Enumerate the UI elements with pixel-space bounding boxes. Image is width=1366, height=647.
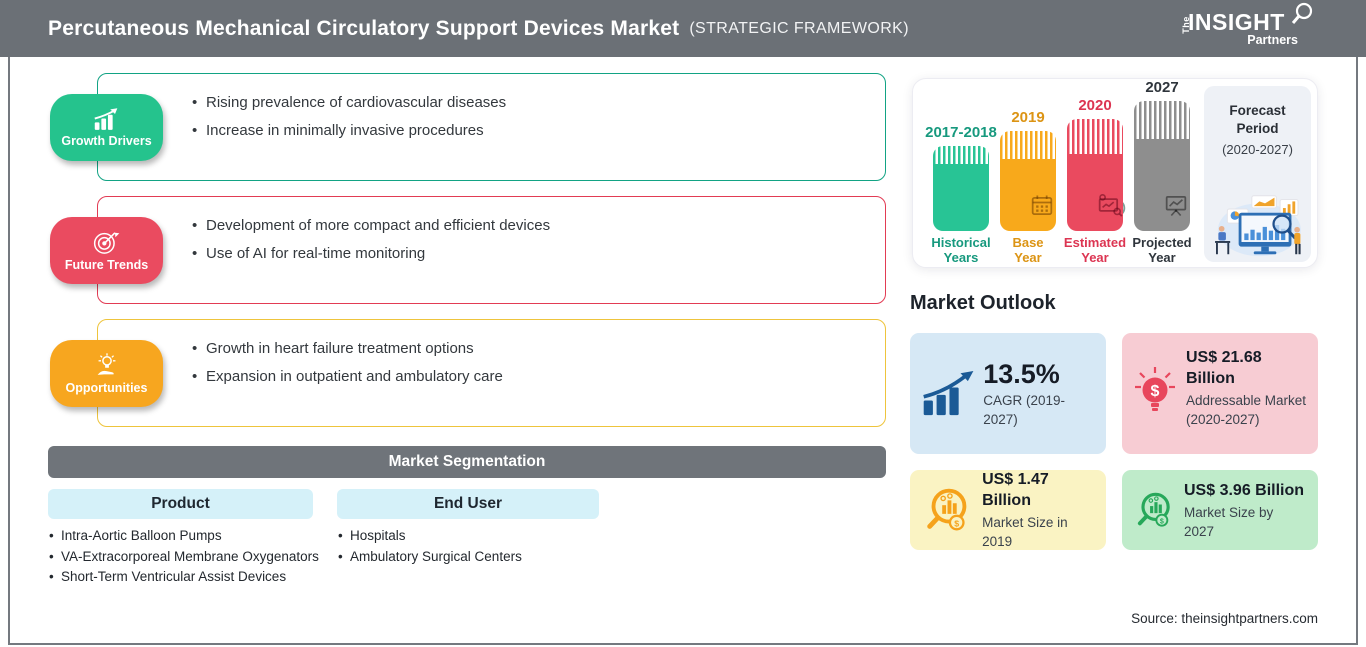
target-dart-icon [93, 232, 119, 254]
opportunities-list: Growth in heart failure treatment option… [190, 339, 850, 395]
bulb-hand-icon [97, 353, 115, 375]
market-segmentation-bar: Market Segmentation [48, 446, 886, 478]
bar-solid [933, 164, 989, 231]
growth-drivers-badge: Growth Drivers [50, 94, 163, 161]
page-subtitle-text: (STRATEGIC FRAMEWORK) [689, 19, 909, 37]
list-item: Hospitals [337, 526, 622, 547]
projection-screen-icon [1165, 195, 1187, 217]
bar-estimated [1067, 119, 1123, 231]
market-size-2019-card: $ US$ 1.47 Billion Market Size in 2019 [910, 470, 1106, 550]
magnifier-chart-orange-icon: $ [927, 488, 967, 531]
caption-line: Years [943, 250, 979, 265]
list-item: Expansion in outpatient and ambulatory c… [190, 367, 850, 387]
cagr-card: 13.5% CAGR (2019-2027) [910, 333, 1106, 454]
opportunities-label: Opportunities [65, 381, 148, 395]
caption-line: Year [1148, 250, 1176, 265]
opportunities-badge: Opportunities [50, 340, 163, 407]
list-item: Use of AI for real-time monitoring [190, 244, 850, 264]
addressable-market-card: $ US$ 21.68 Billion Addressable Market (… [1122, 333, 1318, 454]
bar-stripe-cap [1067, 119, 1123, 154]
bar-stripe-cap [1134, 101, 1190, 139]
bar-caption-base: Base Year [988, 235, 1068, 265]
future-trends-list: Development of more compact and efficien… [190, 216, 850, 272]
addressable-caption: Addressable Market (2020-2027) [1186, 393, 1307, 427]
list-item: Development of more compact and efficien… [190, 216, 850, 236]
growth-drivers-label: Growth Drivers [61, 134, 152, 148]
timeline-chart-card: 2017-2018 Historical Years 2019 [912, 78, 1318, 268]
insight-partners-logo: The INSIGHT Partners [1178, 2, 1313, 51]
svg-text:$: $ [1160, 518, 1164, 525]
list-item: Intra-Aortic Balloon Pumps [48, 526, 333, 547]
bar-stripe-cap [933, 146, 989, 164]
calendar-icon [1031, 195, 1053, 216]
analysts-illustration [1215, 195, 1301, 257]
cagr-caption: CAGR (2019-2027) [983, 392, 1066, 427]
bar-caption-projected: Projected Year [1122, 235, 1202, 265]
bar-caption-estimated: Estimated Year [1055, 235, 1135, 265]
year-label-estimated: 2020 [1078, 97, 1112, 114]
source-attribution: Source: theinsightpartners.com [1131, 611, 1318, 626]
segment-header-product: Product [48, 489, 313, 519]
addressable-value: US$ 21.68 Billion [1186, 349, 1262, 387]
market-size-2027-caption: Market Size by 2027 [1184, 504, 1274, 539]
list-item: Short-Term Ventricular Assist Devices [48, 567, 333, 588]
market-size-2019-value: US$ 1.47 Billion [982, 471, 1049, 509]
bulb-dollar-icon: $ [1135, 367, 1175, 411]
analytics-screen-icon [1098, 194, 1123, 217]
magnifier-chart-green-icon: $ [1137, 492, 1170, 527]
cagr-value: 13.5% [983, 358, 1060, 389]
bar-base [1000, 131, 1056, 231]
bar-projected [1134, 101, 1190, 231]
caption-line: Projected [1132, 235, 1192, 250]
year-label-base: 2019 [1011, 109, 1045, 126]
forecast-period-range: (2020-2027) [1222, 142, 1293, 157]
forecast-line: Period [1236, 121, 1279, 136]
market-size-2019-caption: Market Size in 2019 [982, 515, 1068, 549]
header-bar: Percutaneous Mechanical Circulatory Supp… [0, 0, 1366, 57]
market-size-2027-card: $ US$ 3.96 Billion Market Size by 2027 [1122, 470, 1318, 550]
caption-line: Estimated [1063, 235, 1127, 250]
list-item: Increase in minimally invasive procedure… [190, 121, 850, 141]
future-trends-label: Future Trends [64, 258, 149, 272]
caption-line: Base [1012, 235, 1044, 250]
forecast-period-panel: Forecast Period (2020-2027) [1204, 86, 1311, 262]
growth-chart-icon [94, 108, 117, 130]
bar-historical [933, 146, 989, 231]
trend-arrow-chart-icon [923, 370, 974, 415]
end-user-segment-list: Hospitals Ambulatory Surgical Centers [337, 526, 622, 567]
page-title: Percutaneous Mechanical Circulatory Supp… [48, 0, 909, 57]
bar-caption-historical: Historical Years [921, 235, 1001, 265]
bar-solid [1067, 154, 1123, 231]
market-size-2027-value: US$ 3.96 Billion [1184, 481, 1305, 499]
magnifier-logo-icon [1291, 2, 1313, 24]
caption-line: Year [1081, 250, 1109, 265]
product-segment-list: Intra-Aortic Balloon Pumps VA-Extracorpo… [48, 526, 333, 588]
bar-stripe-cap [1000, 131, 1056, 159]
segment-header-end-user: End User [337, 489, 599, 519]
bar-solid [1134, 139, 1190, 231]
market-outlook-title: Market Outlook [910, 292, 1056, 314]
year-label-projected: 2027 [1145, 79, 1179, 96]
forecast-period-title: Forecast Period [1204, 102, 1311, 138]
list-item: Growth in heart failure treatment option… [190, 339, 850, 359]
growth-drivers-list: Rising prevalence of cardiovascular dise… [190, 93, 850, 149]
year-label-historical: 2017-2018 [925, 124, 997, 141]
logo-partners: Partners [1247, 33, 1298, 47]
svg-text:$: $ [954, 518, 959, 528]
list-item: Rising prevalence of cardiovascular dise… [190, 93, 850, 113]
svg-text:$: $ [1151, 383, 1160, 400]
bar-solid [1000, 159, 1056, 231]
page-title-text: Percutaneous Mechanical Circulatory Supp… [48, 16, 680, 40]
list-item: Ambulatory Surgical Centers [337, 547, 622, 568]
forecast-line: Forecast [1229, 103, 1286, 118]
caption-line: Historical [931, 235, 991, 250]
list-item: VA-Extracorporeal Membrane Oxygenators [48, 547, 333, 568]
logo-insight: INSIGHT [1188, 9, 1285, 35]
caption-line: Year [1014, 250, 1042, 265]
future-trends-badge: Future Trends [50, 217, 163, 284]
